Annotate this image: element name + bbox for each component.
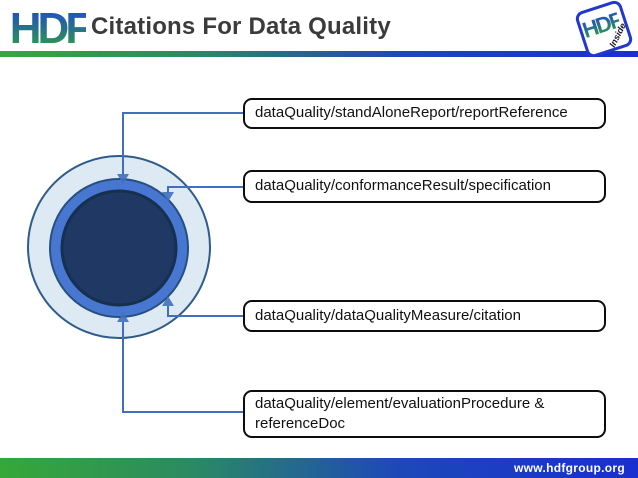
- footer-url: www.hdfgroup.org: [513, 461, 625, 475]
- inner-circle: [60, 189, 178, 307]
- connector-stand-alone-report: [122, 112, 248, 175]
- hdf-logo: HDF: [12, 4, 86, 51]
- arrowhead-data-quality-measure: [162, 296, 174, 306]
- connector-conformance-result: [167, 186, 248, 193]
- arrowhead-element-evaluation: [117, 312, 129, 322]
- hdf-logo-text: HDF: [12, 4, 86, 51]
- callout-label: dataQuality/standAloneReport/reportRefer…: [255, 104, 568, 122]
- header-gradient-rule: [0, 51, 638, 57]
- callout-box-stand-alone-report: dataQuality/standAloneReport/reportRefer…: [243, 98, 606, 129]
- callout-label: dataQuality/dataQualityMeasure/citation: [255, 306, 521, 324]
- callout-label: dataQuality/element/evaluationProcedure …: [255, 394, 545, 432]
- callout-box-data-quality-measure: dataQuality/dataQualityMeasure/citation: [243, 300, 606, 332]
- hdf-inside-badge: HDF Inside: [573, 0, 635, 60]
- connector-data-quality-measure: [167, 306, 248, 317]
- arrowhead-conformance-result: [162, 192, 174, 202]
- connector-element-evaluation: [122, 322, 248, 413]
- callout-label: dataQuality/conformanceResult/specificat…: [255, 177, 551, 195]
- footer-bar: www.hdfgroup.org: [0, 458, 638, 478]
- callout-box-conformance-result: dataQuality/conformanceResult/specificat…: [243, 170, 606, 203]
- arrowhead-stand-alone-report: [117, 174, 129, 184]
- callout-box-element-evaluation: dataQuality/element/evaluationProcedure …: [243, 390, 606, 438]
- page-title: Citations For Data Quality: [91, 13, 391, 40]
